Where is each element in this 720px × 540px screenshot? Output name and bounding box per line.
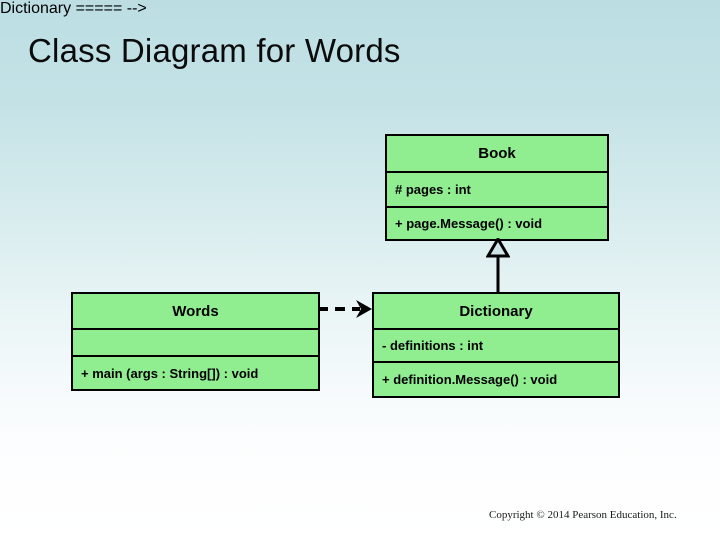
hollow-triangle-icon bbox=[486, 238, 510, 258]
generalization-arrow-dictionary-to-book bbox=[486, 238, 510, 294]
uml-operation-dictionary-definition-message: + definition.Message() : void bbox=[374, 361, 618, 396]
copyright-notice: Copyright © 2014 Pearson Education, Inc. bbox=[489, 509, 677, 521]
uml-class-words[interactable]: Words + main (args : String[]) : void bbox=[71, 292, 320, 391]
uml-attribute-book-pages: # pages : int bbox=[387, 171, 607, 206]
uml-attribute-words-empty bbox=[73, 328, 318, 355]
uml-class-book[interactable]: Book # pages : int + page.Message() : vo… bbox=[385, 134, 609, 241]
uml-operation-book-page-message: + page.Message() : void bbox=[387, 206, 607, 239]
uml-class-name-dictionary: Dictionary bbox=[374, 294, 618, 328]
uml-operation-words-main: + main (args : String[]) : void bbox=[73, 355, 318, 389]
uml-class-dictionary[interactable]: Dictionary - definitions : int + definit… bbox=[372, 292, 620, 398]
dependency-arrow-words-to-dictionary bbox=[318, 300, 372, 318]
open-arrowhead-icon bbox=[356, 300, 372, 318]
uml-class-name-book: Book bbox=[387, 136, 607, 171]
uml-class-name-words: Words bbox=[73, 294, 318, 328]
page-title: Class Diagram for Words bbox=[28, 32, 401, 69]
uml-attribute-dictionary-definitions: - definitions : int bbox=[374, 328, 618, 361]
